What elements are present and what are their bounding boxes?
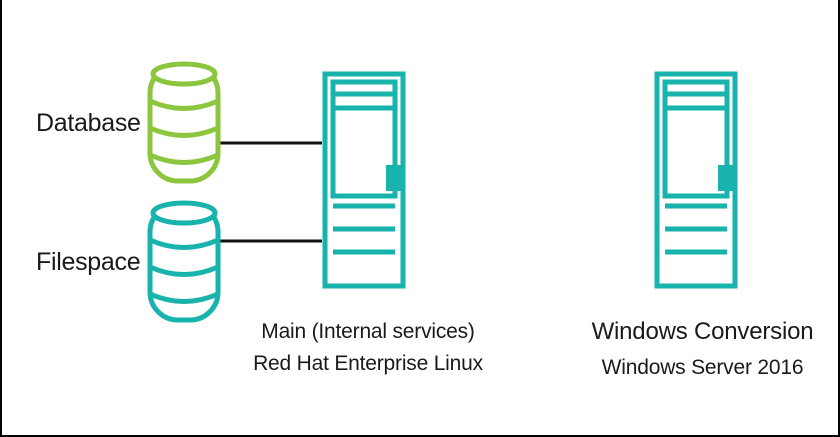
filespace-label: Filespace [36, 248, 141, 276]
filespace-icon [147, 200, 221, 323]
main-server-icon [322, 71, 406, 289]
windows-server-icon [654, 71, 738, 289]
windows-server-os: Windows Server 2016 [601, 356, 804, 379]
database-icon [147, 61, 221, 184]
main-server-os: Red Hat Enterprise Linux [253, 352, 483, 375]
windows-server-name: Windows Conversion [591, 318, 814, 345]
database-label: Database [36, 109, 141, 137]
main-server-name: Main (Internal services) [261, 320, 475, 343]
